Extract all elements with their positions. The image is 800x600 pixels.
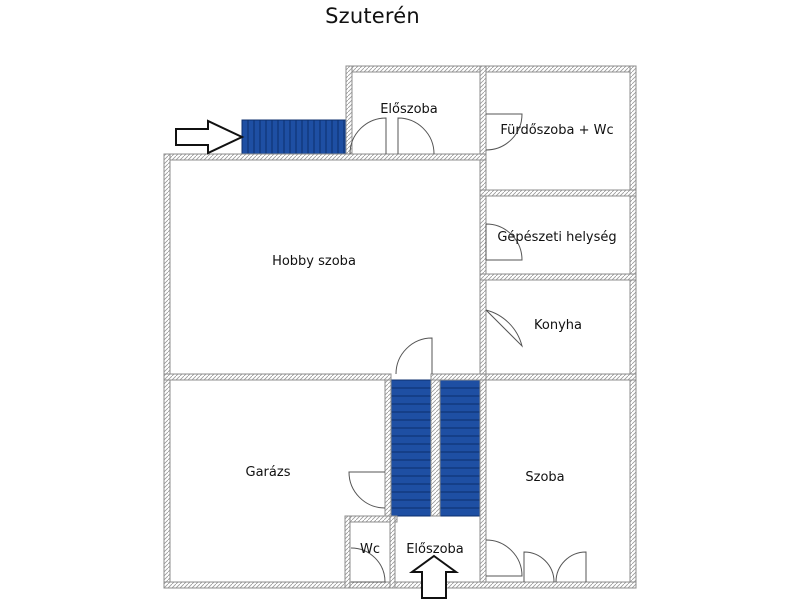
arrow-up-icon bbox=[408, 554, 460, 599]
room-label-eloszoba-bottom: Előszoba bbox=[406, 542, 464, 557]
room-label-gepeszeti: Gépészeti helység bbox=[497, 230, 616, 245]
plan-title: Szuterén bbox=[325, 4, 420, 28]
stairs-top-left bbox=[241, 119, 347, 155]
room-label-garazs: Garázs bbox=[246, 465, 291, 480]
stairs-center-left bbox=[390, 379, 432, 517]
room-label-furdoszoba: Fürdőszoba + Wc bbox=[500, 123, 613, 138]
walls bbox=[163, 65, 637, 589]
room-label-wc: Wc bbox=[360, 542, 380, 557]
room-label-konyha: Konyha bbox=[534, 318, 582, 333]
doors bbox=[348, 113, 587, 583]
arrow-right-icon bbox=[175, 119, 245, 155]
room-label-szoba: Szoba bbox=[525, 470, 564, 485]
room-label-eloszoba-top: Előszoba bbox=[380, 102, 438, 117]
stairs-center-right bbox=[439, 379, 481, 517]
room-label-hobby: Hobby szoba bbox=[272, 254, 356, 269]
